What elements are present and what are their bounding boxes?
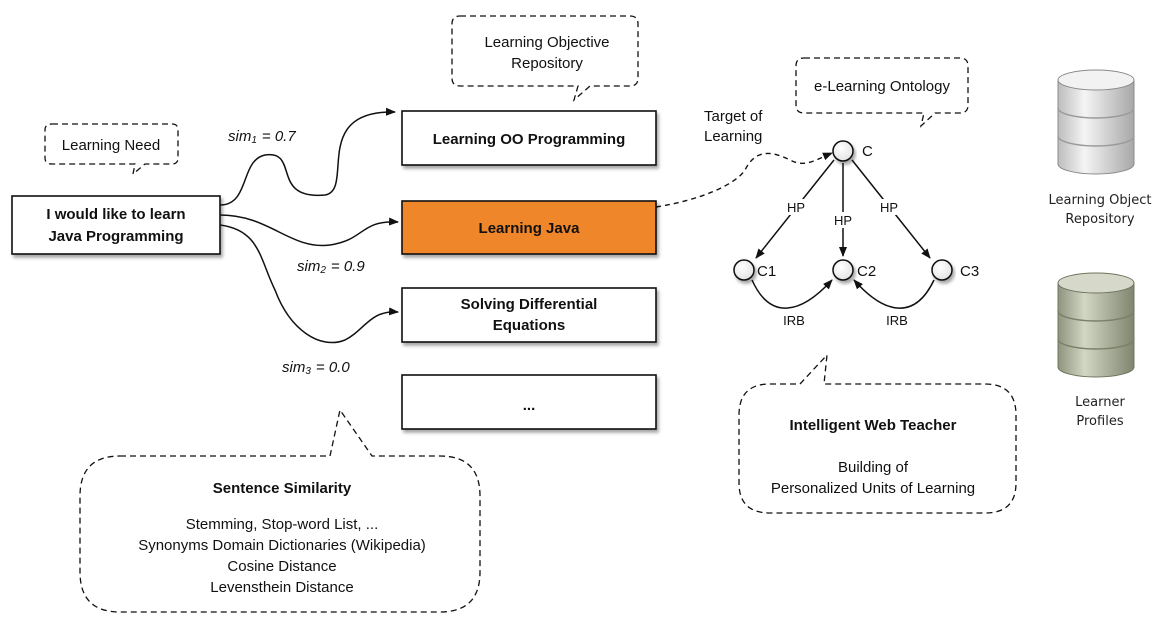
lo-repository-label-line1: Learning Objective bbox=[484, 34, 609, 51]
sentence-similarity-item-4: Levensthein Distance bbox=[210, 579, 353, 596]
objective-differential-line2: Equations bbox=[493, 317, 566, 334]
similarity-label-3: sim3= 0.0 bbox=[282, 359, 350, 377]
sentence-similarity-item-2: Synonyms Domain Dictionaries (Wikipedia) bbox=[138, 537, 426, 554]
input-line1: I would like to learn bbox=[46, 206, 185, 223]
hp-label-middle: HP bbox=[834, 213, 852, 228]
node-c2-label: C2 bbox=[857, 263, 876, 280]
learning-need-callout: Learning Need bbox=[44, 123, 179, 176]
similarity-label-2: sim2= 0.9 bbox=[297, 258, 365, 276]
node-c3-label: C3 bbox=[960, 263, 979, 280]
target-label-line1: Target of bbox=[704, 108, 763, 125]
iwt-line1: Building of bbox=[838, 459, 909, 476]
node-c1: C1 bbox=[733, 259, 776, 281]
connector-sim3 bbox=[219, 224, 399, 344]
learner-profiles-database-icon bbox=[1057, 272, 1135, 378]
iwt-line2: Personalized Units of Learning bbox=[771, 480, 975, 497]
sentence-similarity-item-3: Cosine Distance bbox=[227, 558, 336, 575]
objective-more-label: ... bbox=[523, 397, 536, 414]
iwt-callout: Intelligent Web Teacher Building of Pers… bbox=[738, 353, 1017, 514]
edge-c3-c2-irb bbox=[853, 279, 935, 309]
connector-sim2 bbox=[219, 214, 399, 247]
hp-label-left: HP bbox=[787, 200, 805, 215]
lo-repository-db-label-line1: Learning Object bbox=[1049, 193, 1152, 208]
node-c: C bbox=[832, 140, 873, 162]
ontology-callout: e-Learning Ontology bbox=[795, 57, 969, 128]
learning-need-label: Learning Need bbox=[62, 137, 160, 154]
iwt-title: Intelligent Web Teacher bbox=[790, 417, 957, 434]
lo-repository-callout: Learning Objective Repository bbox=[451, 15, 639, 102]
objective-java-label: Learning Java bbox=[479, 220, 581, 237]
irb-label-right: IRB bbox=[886, 313, 908, 328]
lo-repository-database-icon bbox=[1057, 69, 1135, 175]
sentence-similarity-item-1: Stemming, Stop-word List, ... bbox=[186, 516, 379, 533]
node-c1-label: C1 bbox=[757, 263, 776, 280]
objective-differential-line1: Solving Differential bbox=[461, 296, 598, 313]
lo-repository-label-line2: Repository bbox=[511, 55, 583, 72]
node-c2: C2 bbox=[832, 259, 876, 281]
connector-sim1 bbox=[219, 107, 396, 206]
objective-box-more: ... bbox=[401, 374, 657, 430]
ontology-label: e-Learning Ontology bbox=[814, 78, 950, 95]
objective-oo-label: Learning OO Programming bbox=[433, 131, 626, 148]
learning-need-input-box: I would like to learn Java Programming bbox=[11, 195, 221, 255]
irb-label-left: IRB bbox=[783, 313, 805, 328]
ontology-graph: HP HP HP IRB IRB C C1 C2 C3 bbox=[733, 140, 979, 328]
target-label-line2: Learning bbox=[704, 128, 762, 145]
objective-box-differential: Solving Differential Equations bbox=[401, 287, 657, 343]
objective-box-java: Learning Java bbox=[401, 200, 657, 255]
node-c-label: C bbox=[862, 143, 873, 160]
hp-label-right: HP bbox=[880, 200, 898, 215]
similarity-label-1: sim1= 0.7 bbox=[228, 128, 296, 146]
sentence-similarity-callout: Sentence Similarity Stemming, Stop-word … bbox=[79, 408, 481, 613]
sentence-similarity-title: Sentence Similarity bbox=[213, 480, 352, 497]
objective-box-oo: Learning OO Programming bbox=[401, 110, 657, 166]
learner-profiles-db-label-line1: Learner bbox=[1075, 395, 1125, 410]
target-dashed-link bbox=[655, 152, 833, 208]
edge-c1-c2-irb bbox=[751, 279, 833, 309]
input-line2: Java Programming bbox=[48, 228, 183, 245]
learner-profiles-db-label-line2: Profiles bbox=[1076, 414, 1123, 429]
node-c3: C3 bbox=[931, 259, 979, 281]
lo-repository-db-label-line2: Repository bbox=[1065, 212, 1134, 227]
